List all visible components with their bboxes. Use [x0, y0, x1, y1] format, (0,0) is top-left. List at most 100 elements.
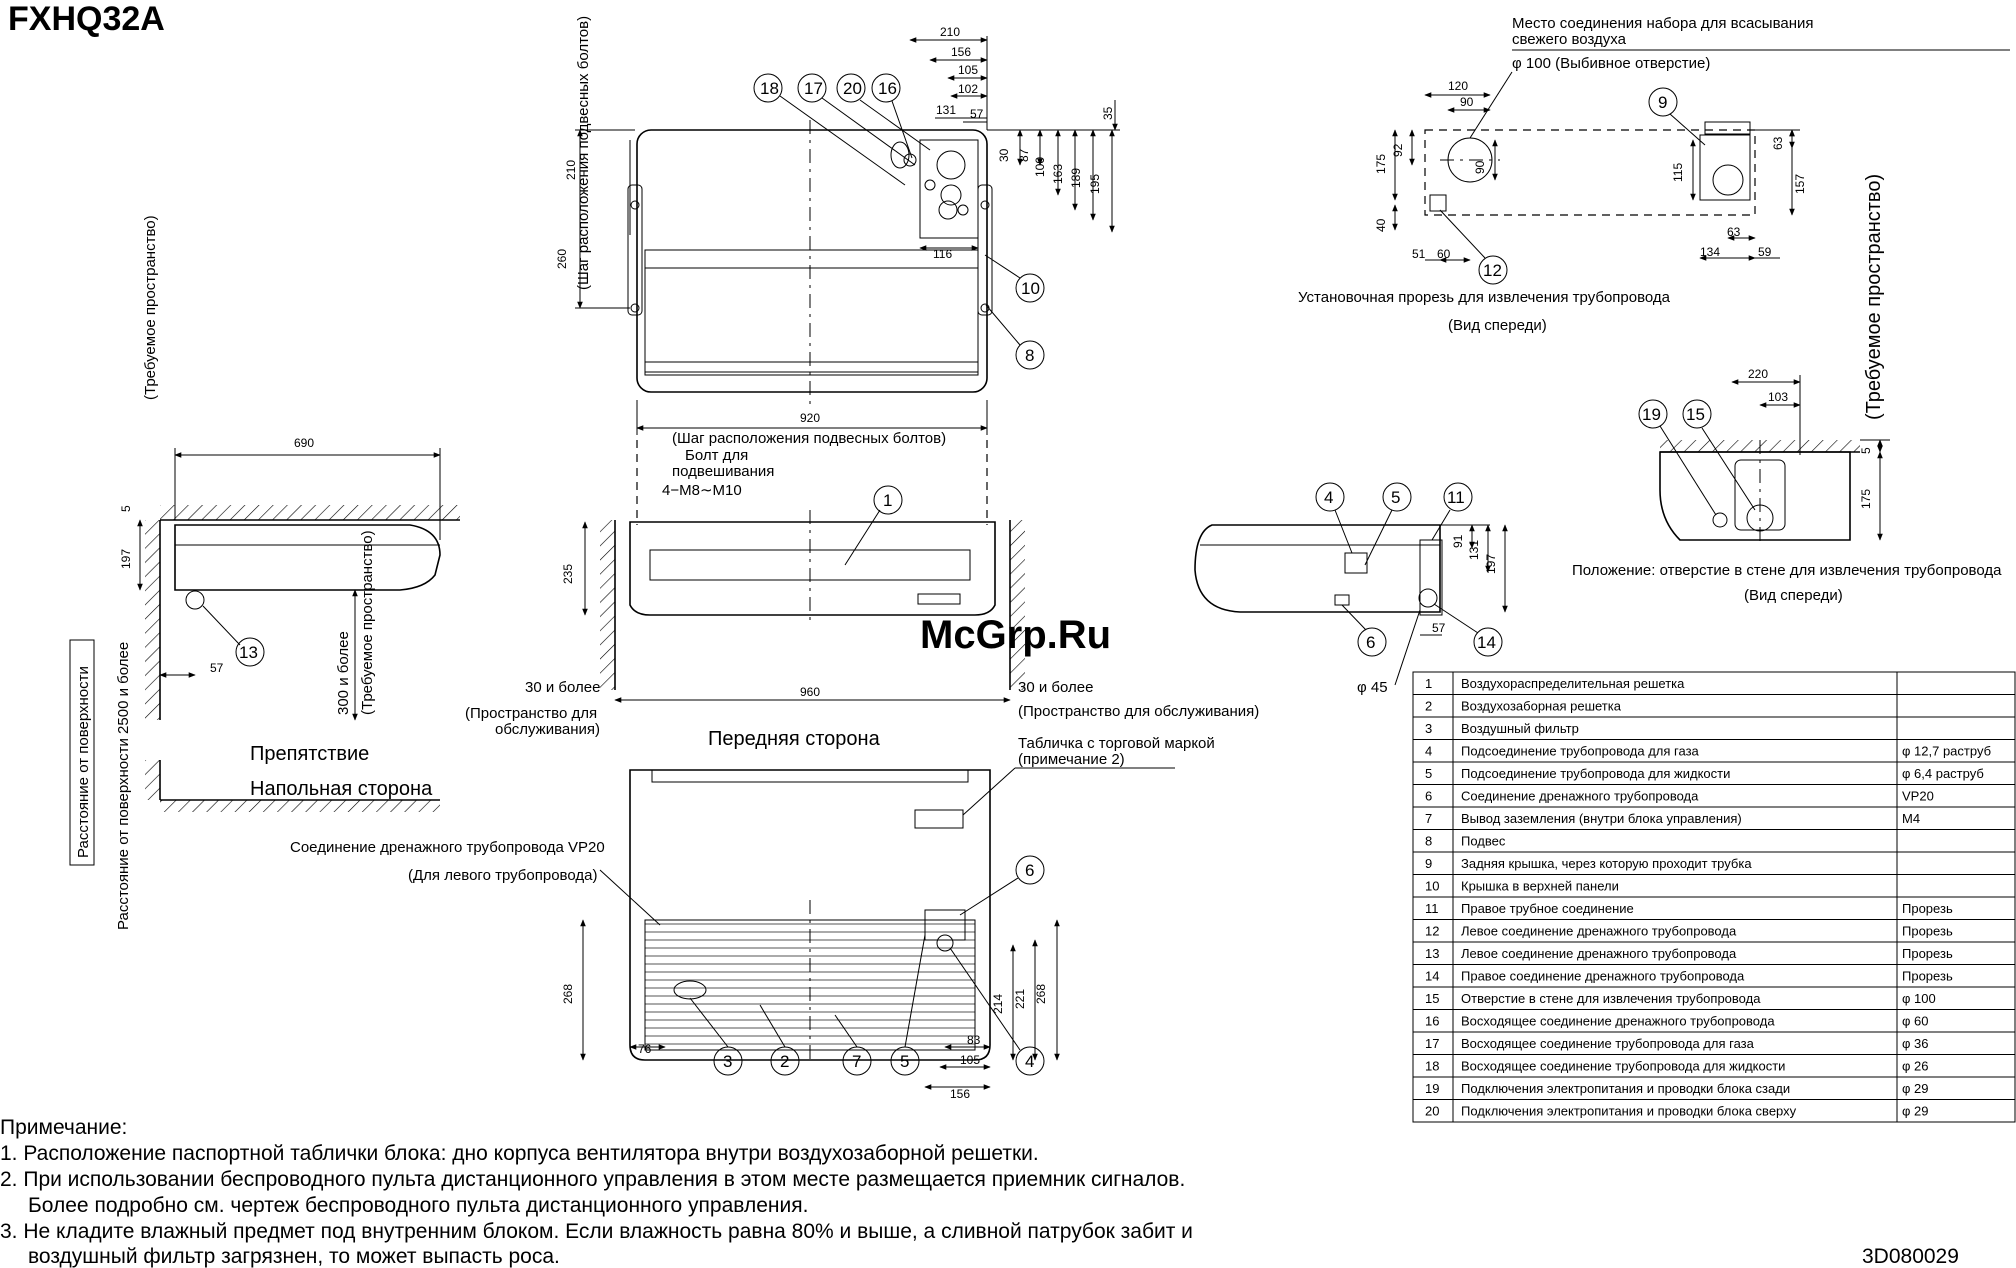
svg-text:92: 92	[1391, 143, 1405, 157]
svg-text:6: 6	[1366, 633, 1375, 652]
watermark: McGrp.Ru	[920, 613, 1111, 657]
legend-number: 8	[1425, 834, 1432, 849]
svg-text:13: 13	[239, 643, 258, 662]
svg-text:197: 197	[1484, 554, 1498, 574]
svg-text:(Пространство для обслуживания: (Пространство для обслуживания)	[1018, 703, 1259, 720]
doc-number: 3D080029	[1862, 1245, 1959, 1268]
rear-detail-view: Место соединения набора для всасывания с…	[1298, 15, 2010, 334]
svg-text:105: 105	[958, 63, 978, 77]
legend-description: Подсоединение трубопровода для газа	[1461, 744, 1700, 759]
notes: Примечание: 1. Расположение паспортной т…	[0, 1116, 1193, 1268]
svg-text:обслуживания): обслуживания)	[495, 721, 600, 738]
svg-text:35: 35	[1101, 106, 1115, 120]
svg-text:197: 197	[119, 549, 133, 569]
legend-number: 12	[1425, 924, 1439, 939]
legend-description: Левое соединение дренажного трубопровода	[1461, 924, 1737, 939]
svg-text:100: 100	[1033, 157, 1047, 177]
svg-text:156: 156	[951, 45, 971, 59]
svg-text:19: 19	[1642, 405, 1661, 424]
legend-spec: VP20	[1902, 789, 1934, 804]
svg-text:83: 83	[967, 1033, 981, 1047]
svg-text:3: 3	[723, 1052, 732, 1071]
svg-text:подвешивания: подвешивания	[672, 463, 774, 480]
svg-text:131: 131	[936, 103, 956, 117]
svg-text:157: 157	[1793, 174, 1807, 194]
svg-text:268: 268	[1034, 984, 1048, 1004]
legend-description: Подключения электропитания и проводки бл…	[1461, 1104, 1797, 1119]
svg-text:920: 920	[800, 411, 820, 425]
svg-text:63: 63	[1727, 225, 1741, 239]
legend-description: Подвес	[1461, 834, 1506, 849]
svg-text:40: 40	[1374, 218, 1388, 232]
svg-text:30: 30	[997, 148, 1011, 162]
svg-text:3. Не кладите влажный предмет: 3. Не кладите влажный предмет под внутре…	[0, 1220, 1193, 1243]
svg-text:(примечание 2): (примечание 2)	[1018, 751, 1125, 768]
right-side-view: 91 131 197 57 4 5 11 6 14 φ 45	[1194, 482, 1508, 696]
legend-number: 9	[1425, 856, 1432, 871]
svg-text:(Шаг расположения подвесных бо: (Шаг расположения подвесных болтов)	[672, 430, 946, 447]
svg-text:(Требуемое пространство): (Требуемое пространство)	[359, 530, 376, 715]
legend-number: 11	[1425, 901, 1439, 916]
legend-description: Соединение дренажного трубопровода	[1461, 789, 1699, 804]
legend-spec: φ 29	[1902, 1104, 1929, 1119]
svg-text:300 и более: 300 и более	[335, 631, 352, 715]
svg-text:11: 11	[1447, 488, 1465, 507]
svg-text:2: 2	[780, 1052, 789, 1071]
svg-text:Расстояние от поверхности: Расстояние от поверхности	[75, 666, 92, 858]
svg-text:4: 4	[1025, 1052, 1034, 1071]
legend-description: Воздухораспределительная решетка	[1461, 676, 1685, 691]
svg-text:5: 5	[1859, 447, 1873, 454]
svg-text:8: 8	[1025, 346, 1034, 365]
svg-text:120: 120	[1448, 79, 1468, 93]
legend-number: 15	[1425, 991, 1439, 1006]
legend-description: Восходящее соединение дренажного трубопр…	[1461, 1014, 1775, 1029]
svg-text:57: 57	[970, 107, 984, 121]
svg-text:91: 91	[1451, 534, 1465, 548]
legend-number: 13	[1425, 946, 1439, 961]
legend-spec: φ 60	[1902, 1014, 1929, 1029]
svg-text:Более подробно см. чертеж бесп: Более подробно см. чертеж беспроводного …	[28, 1194, 808, 1217]
svg-text:134: 134	[1700, 245, 1720, 259]
svg-text:220: 220	[1748, 367, 1768, 381]
legend-number: 20	[1425, 1104, 1439, 1119]
svg-text:195: 195	[1088, 174, 1102, 194]
legend-description: Восходящее соединение трубопровода для ж…	[1461, 1059, 1785, 1074]
svg-text:103: 103	[1768, 390, 1788, 404]
svg-text:214: 214	[991, 994, 1005, 1014]
svg-text:(Шаг расположения подвесных бо: (Шаг расположения подвесных болтов)	[575, 16, 592, 290]
legend-description: Правое трубное соединение	[1461, 901, 1634, 916]
svg-text:60: 60	[1437, 247, 1451, 261]
svg-text:Положение: отверстие в стене д: Положение: отверстие в стене для извлече…	[1572, 562, 2002, 579]
left-side-view: 690 197 5 57 13 (Требуемое пространство)…	[69, 215, 460, 930]
svg-text:Место соединения набора для вс: Место соединения набора для всасывания	[1512, 15, 1814, 32]
svg-text:16: 16	[878, 79, 897, 98]
svg-text:2. При использовании беспрово: 2. При использовании беспроводного пульт…	[0, 1168, 1185, 1191]
legend-number: 10	[1425, 879, 1439, 894]
legend-description: Крышка в верхней панели	[1461, 879, 1619, 894]
svg-text:7: 7	[852, 1052, 861, 1071]
page-title: FXHQ32A	[8, 0, 165, 38]
svg-text:20: 20	[843, 79, 862, 98]
legend-description: Задняя крышка, через которую проходит тр…	[1461, 856, 1752, 871]
wall-opening-view: 220 103 5 175 19 15 (Требуемое пространс…	[1572, 174, 2002, 604]
svg-text:(Вид спереди): (Вид спереди)	[1448, 317, 1547, 334]
svg-text:960: 960	[800, 685, 820, 699]
svg-text:Расстояние от поверхности 2500: Расстояние от поверхности 2500 и более	[115, 642, 132, 930]
top-view: 210 260 116 920 (Шаг расположения подвес…	[555, 16, 1120, 447]
svg-text:163: 163	[1051, 164, 1065, 184]
svg-text:(Пространство для: (Пространство для	[465, 705, 597, 722]
legend-spec: Прорезь	[1902, 924, 1953, 939]
svg-text:Напольная сторона: Напольная сторона	[250, 778, 433, 800]
svg-text:Установочная прорезь для извле: Установочная прорезь для извлечения труб…	[1298, 289, 1671, 306]
legend-number: 4	[1425, 744, 1432, 759]
svg-text:(Для левого трубопровода): (Для левого трубопровода)	[408, 867, 597, 884]
front-view: Болт для подвешивания 4−M8∼M10 235 960 1…	[465, 440, 1259, 738]
svg-text:175: 175	[1859, 489, 1873, 509]
svg-text:131: 131	[1467, 540, 1481, 560]
svg-text:Табличка с торговой маркой: Табличка с торговой маркой	[1018, 735, 1215, 752]
legend-spec: φ 26	[1902, 1059, 1929, 1074]
svg-text:63: 63	[1771, 136, 1785, 150]
legend-spec: Прорезь	[1902, 901, 1953, 916]
svg-text:51: 51	[1412, 247, 1426, 261]
